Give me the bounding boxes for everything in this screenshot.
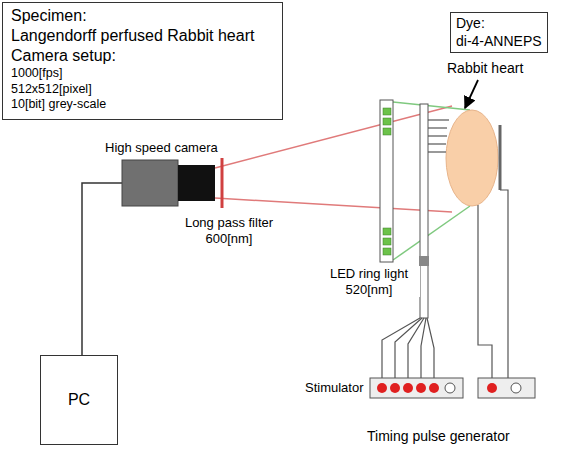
stimulator-wire [382,318,434,378]
led-ring [380,100,393,262]
box-heading: Specimen: [11,6,274,26]
stimulator-label: Stimulator [304,380,365,396]
led-element [383,108,391,255]
box-text: 10[bit] grey-scale [11,97,274,113]
electrode-holder [420,104,428,318]
timing-channel [487,383,521,393]
box-text: Camera setup: [11,46,274,66]
timing-generator-box [478,378,535,398]
pointer-arrow [465,80,478,108]
optical-beam [215,198,452,212]
box-text: 512x512[pixel] [11,82,274,98]
timing-wire [478,190,508,378]
heart-label: Rabbit heart [446,60,524,77]
stimulator-channel [377,383,455,393]
long-pass-filter [221,158,224,208]
box-heading: Dye: [456,15,542,33]
stimulator-box [370,378,463,398]
stimulation-electrode [428,120,449,152]
pc-box: PC [40,355,118,445]
box-text: Langendorff perfused Rabbit heart [11,26,274,46]
led-label: LED ring light 520[nm] [318,266,420,297]
camera-label: High speed camera [104,140,219,156]
box-text: di-4-ANNEPS [456,33,542,51]
camera-cable [82,183,122,355]
illumination-line [393,102,470,110]
camera-body [122,160,178,206]
box-heading: PC [68,390,90,410]
timing-label: Timing pulse generator [366,428,511,445]
dye-box: Dye:di-4-ANNEPS [450,12,548,53]
illumination-line [393,206,470,260]
filter-label: Long pass filter 600[nm] [168,215,290,246]
reference-electrode [499,125,502,190]
camera-lens [178,165,215,201]
rabbit-heart [446,110,498,206]
electrode-clip [419,256,429,266]
info-box: Specimen:Langendorff perfused Rabbit hea… [2,2,283,120]
box-text: 1000[fps] [11,66,274,82]
